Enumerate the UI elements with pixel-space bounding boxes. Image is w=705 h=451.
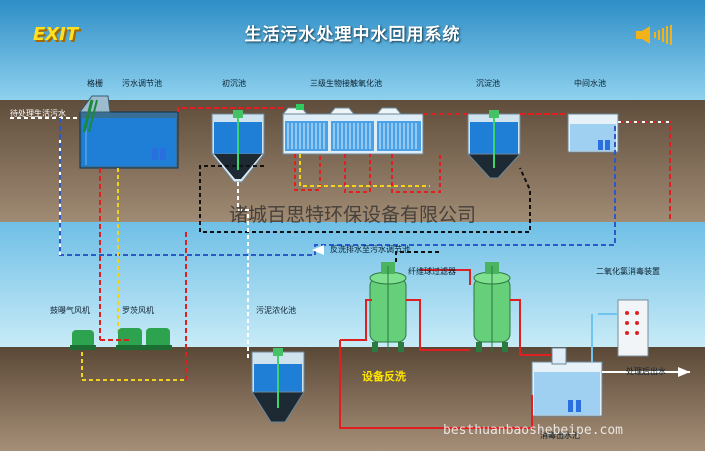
outlet-arrow [678, 367, 690, 377]
upper-sky [0, 0, 705, 100]
label-roots-blower: 罗茨风机 [122, 306, 154, 315]
backwash-button[interactable]: 设备反洗 [362, 370, 406, 383]
grille [82, 99, 98, 133]
page-title: 生活污水处理中水回用系统 [244, 25, 461, 45]
label-backwash-return: 反洗排水至污水调节池 [330, 245, 410, 254]
label-bio-oxidation: 三级生物接触氧化池 [310, 79, 382, 88]
website-watermark: besthuanbaoshebeipe.com [443, 423, 624, 438]
aeration-blower [70, 330, 96, 350]
label-intermediate-tank: 中间水池 [574, 79, 606, 88]
bio-oxidation-tanks [281, 104, 424, 155]
label-treated-outlet: 处理后出水 [626, 367, 666, 376]
settling-tank [466, 110, 522, 179]
sound-toggle-button[interactable] [634, 24, 680, 46]
label-sludge-thickener: 污泥浓化池 [256, 306, 296, 315]
roots-blower-1 [116, 328, 144, 350]
sludge-thickener-tank [251, 348, 305, 423]
label-fiber-filter: 纤维球过滤器 [408, 267, 456, 276]
company-watermark: 诸城百思特环保设备有限公司 [228, 204, 476, 226]
lower-pipes [81, 251, 690, 429]
label-disinfection-tank: 消毒出水池 [540, 431, 580, 440]
equalization-pumps [152, 148, 166, 160]
chlorine-dioxide-cabinet [617, 299, 649, 357]
label-primary-settling: 初沉池 [222, 79, 246, 88]
roots-blower-2 [144, 328, 172, 350]
label-domestic-inlet: 待处理生活污水 [10, 109, 66, 118]
speaker-icon [636, 25, 672, 45]
label-chlorine-dioxide: 二氧化氯消毒装置 [596, 267, 660, 276]
intermediate-tank [567, 113, 619, 153]
primary-settling-tank [210, 110, 266, 183]
disinfection-tank [531, 347, 603, 417]
label-settling-tank: 沉淀池 [476, 79, 500, 88]
backwash-arrow [312, 245, 324, 255]
fiber-filter-2 [473, 262, 511, 352]
label-equalization-tank: 污水调节池 [122, 79, 162, 88]
lower-sky [0, 222, 705, 347]
exit-button[interactable]: EXIT [33, 24, 79, 45]
label-grille: 格栅 [87, 79, 103, 88]
label-aeration-blower: 鼓曝气风机 [50, 306, 90, 315]
fiber-filter-1 [369, 262, 407, 352]
